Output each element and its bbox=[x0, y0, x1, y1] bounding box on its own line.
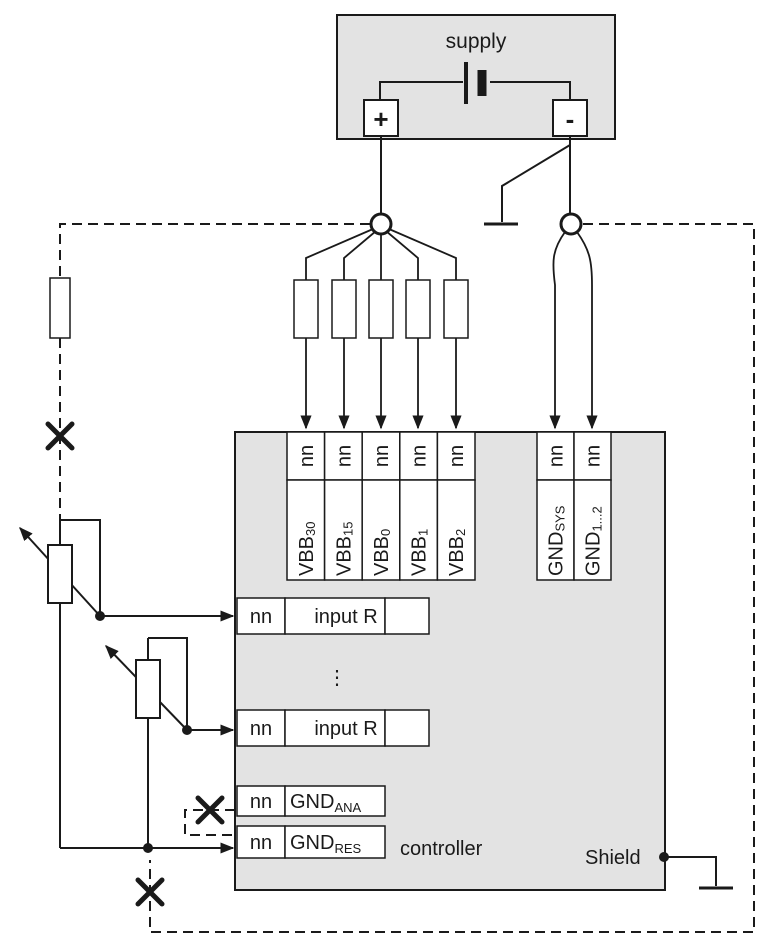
potentiometer-1 bbox=[47, 544, 73, 604]
gnd-ana-terminal: nn GNDANA bbox=[236, 785, 386, 817]
minus-terminal: - bbox=[552, 99, 588, 137]
cross-gnd-ana-icon bbox=[195, 795, 225, 825]
input-2-label: input R bbox=[314, 718, 377, 740]
shield-fuse bbox=[49, 277, 71, 339]
wiper-node-2 bbox=[182, 725, 192, 735]
vbb-terminal-label: VBB2 bbox=[446, 529, 468, 576]
minus-sign: - bbox=[566, 104, 575, 134]
supply-block: supply + - bbox=[336, 14, 616, 140]
input-1-number: nn bbox=[250, 606, 272, 628]
input-1-label: input R bbox=[314, 606, 377, 628]
gnd-terminal-number: nn bbox=[546, 445, 568, 467]
shield-node bbox=[659, 852, 669, 862]
gnd-terminal-label: GNDSYS bbox=[546, 505, 568, 576]
vbb-terminal-label: VBB0 bbox=[371, 529, 393, 576]
minus-node bbox=[559, 212, 583, 236]
shield-label: Shield bbox=[585, 847, 641, 869]
controller-label: controller bbox=[400, 838, 483, 860]
sensor-wiring bbox=[19, 519, 235, 854]
vbb-fuses bbox=[293, 279, 469, 339]
vbb-terminal-label: VBB15 bbox=[333, 522, 355, 577]
gnd-res-number: nn bbox=[250, 832, 272, 854]
fuse-vbb30 bbox=[293, 279, 319, 339]
gnd-terminal-number: nn bbox=[583, 445, 605, 467]
vbb-distribution bbox=[300, 228, 462, 430]
fuse-vbb15 bbox=[331, 279, 357, 339]
gnd-res-label: GNDRES bbox=[290, 832, 362, 856]
gnd-distribution bbox=[549, 231, 598, 430]
fuse-vbb0 bbox=[368, 279, 394, 339]
supply-wiring bbox=[380, 136, 571, 226]
battery-symbol bbox=[379, 62, 571, 104]
ellipsis-dots: ⋮ bbox=[327, 667, 347, 689]
vbb-terminal-number: nn bbox=[409, 445, 431, 467]
fuse-vbb1 bbox=[405, 279, 431, 339]
shield-ground bbox=[664, 856, 733, 890]
gnd-ana-number: nn bbox=[250, 791, 272, 813]
ground-node bbox=[143, 843, 153, 853]
gnd-terminal-label: GND1...2 bbox=[583, 506, 605, 576]
plus-terminal: + bbox=[363, 99, 399, 137]
vbb-terminal-label: VBB30 bbox=[296, 522, 318, 577]
input-2-number: nn bbox=[250, 718, 272, 740]
plus-sign: + bbox=[373, 104, 388, 134]
cross-shield-top-icon bbox=[45, 421, 75, 451]
vbb-terminal-number: nn bbox=[446, 445, 468, 467]
wiper-node-1 bbox=[95, 611, 105, 621]
cross-shield-bottom-icon bbox=[135, 877, 165, 907]
plus-node bbox=[369, 212, 393, 236]
vbb-terminal-number: nn bbox=[296, 445, 318, 467]
gnd-res-terminal: nn GNDRES bbox=[236, 825, 386, 859]
vbb-terminal-label: VBB1 bbox=[409, 529, 431, 576]
supply-label: supply bbox=[446, 30, 507, 53]
gnd-ana-label: GNDANA bbox=[290, 791, 362, 815]
fuse-vbb2 bbox=[443, 279, 469, 339]
input-terminal-2: nn input R bbox=[236, 709, 430, 747]
no-connection-marks bbox=[45, 421, 225, 907]
vbb-terminal-number: nn bbox=[333, 445, 355, 467]
vbb-terminal-number: nn bbox=[371, 445, 393, 467]
potentiometer-2 bbox=[135, 659, 161, 719]
input-terminal-1: nn input R bbox=[236, 597, 430, 635]
